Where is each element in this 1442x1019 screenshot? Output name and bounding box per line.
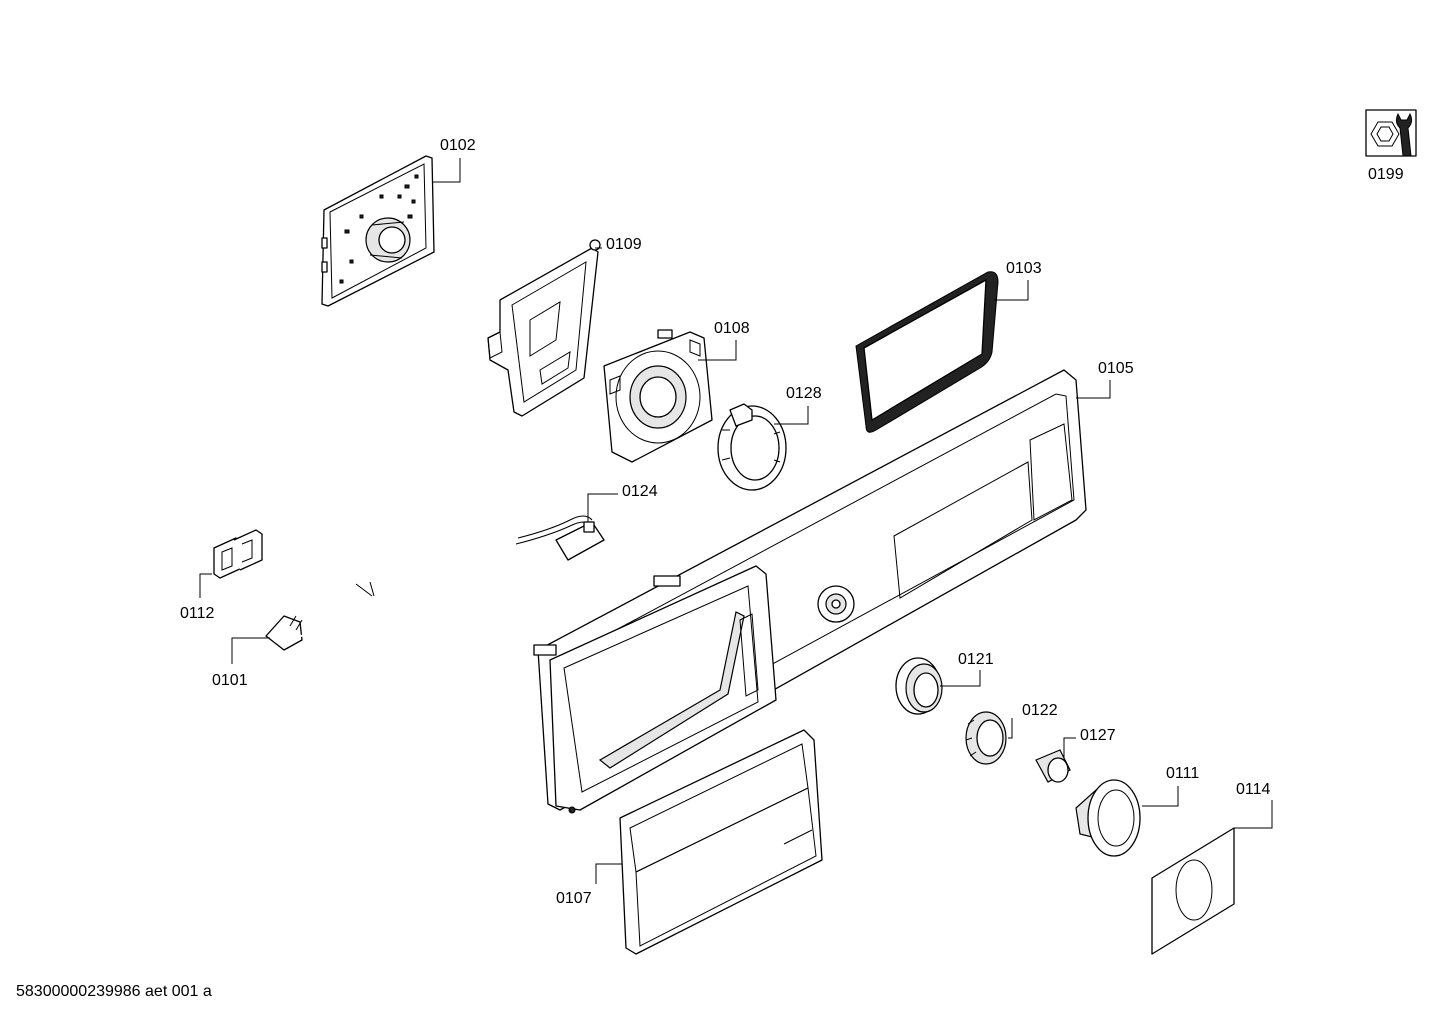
label-0114: 0114 — [1236, 781, 1271, 798]
control-board-part — [321, 155, 435, 307]
label-0199: 0199 — [1368, 166, 1404, 183]
label-0122: 0122 — [1022, 702, 1058, 719]
label-sticker-part — [1151, 827, 1235, 955]
label-0105: 0105 — [1098, 360, 1134, 377]
shaft-part — [1035, 749, 1071, 783]
knob-part — [1075, 779, 1141, 857]
label-0102: 0102 — [440, 137, 476, 154]
clip-part — [213, 529, 263, 579]
label-0127: 0127 — [1080, 727, 1116, 744]
cable-sensor-part — [515, 515, 605, 561]
label-0109: 0109 — [606, 236, 642, 253]
label-0107: 0107 — [556, 890, 592, 907]
gear-ring-part — [965, 711, 1007, 765]
power-cord-part — [265, 581, 400, 680]
label-0103: 0103 — [1006, 260, 1042, 277]
label-0121: 0121 — [958, 651, 994, 668]
bracket-part — [487, 239, 601, 417]
drawer-front-part — [619, 729, 823, 955]
control-panel-part — [533, 369, 1087, 814]
label-0111: 0111 — [1166, 765, 1200, 782]
label-0108: 0108 — [714, 320, 750, 337]
label-0112: 0112 — [180, 605, 215, 622]
display-window-part — [855, 271, 999, 433]
knob-ring-part — [895, 657, 943, 715]
document-id: 58300000239986 aet 001 a — [16, 983, 212, 1000]
label-0124: 0124 — [622, 483, 658, 500]
label-0128: 0128 — [786, 385, 822, 402]
leader-lines — [199, 158, 1273, 884]
selector-frame-part — [603, 329, 713, 463]
label-0101: 0101 — [212, 672, 248, 689]
ring-part — [717, 403, 787, 491]
tool-icon — [1365, 109, 1417, 157]
